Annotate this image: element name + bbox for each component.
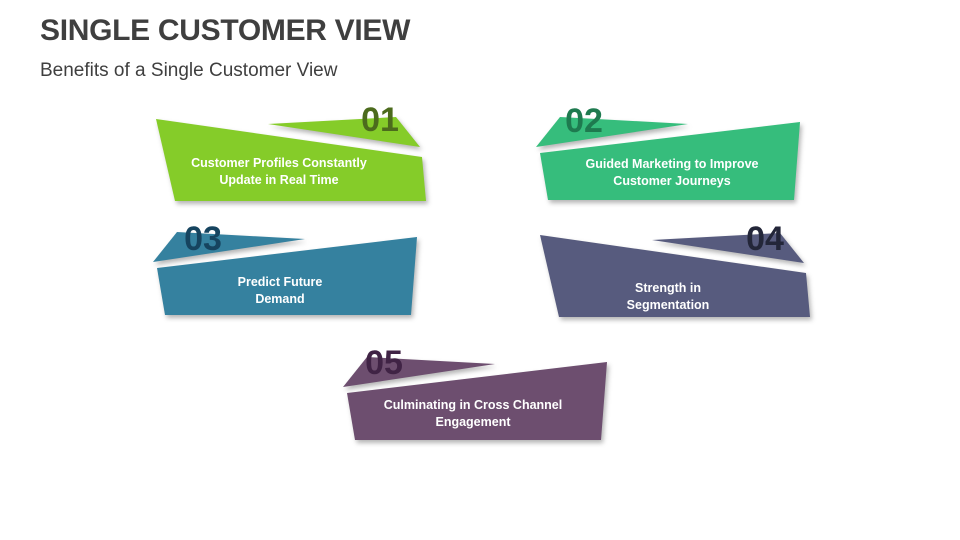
benefit-label-line: Engagement — [435, 415, 511, 429]
banner-body — [157, 237, 417, 315]
benefit-label: Guided Marketing to Improve Customer Jou… — [572, 156, 772, 190]
banner-shape — [540, 233, 810, 317]
benefit-label-line: Strength in — [635, 281, 701, 295]
benefit-label-line: Predict Future — [237, 275, 323, 289]
banner-flap — [153, 232, 305, 262]
banner-flap — [652, 233, 804, 263]
benefit-item-02: 02 Guided Marketing to Improve Customer … — [520, 102, 810, 215]
banner-body — [347, 362, 607, 440]
benefit-label-line: Update in Real Time — [219, 173, 339, 187]
banner-shape — [153, 232, 417, 315]
benefit-item-01: 01 Customer Profiles Constantly Update i… — [146, 101, 436, 215]
benefit-label-line: Demand — [255, 292, 305, 306]
benefit-item-04: 04 Strength in Segmentation — [530, 221, 820, 331]
banner-body — [540, 122, 800, 200]
benefit-label: Customer Profiles Constantly Update in R… — [179, 155, 379, 189]
benefit-label-line: Customer Profiles Constantly — [191, 156, 367, 170]
benefit-number: 04 — [746, 220, 784, 258]
benefit-number: 05 — [365, 344, 403, 382]
page-title: SINGLE CUSTOMER VIEW — [40, 14, 411, 47]
benefit-item-05: 05 Culminating in Cross Channel Engageme… — [327, 345, 617, 455]
benefit-label: Culminating in Cross Channel Engagement — [373, 397, 573, 431]
banner-flap — [343, 357, 495, 387]
banner-shape — [536, 117, 800, 200]
benefit-label-line: Customer Journeys — [613, 174, 731, 188]
banner-shape — [156, 117, 426, 201]
benefit-number: 03 — [184, 220, 222, 258]
page-subtitle: Benefits of a Single Customer View — [40, 60, 338, 81]
benefit-label: Predict Future Demand — [180, 274, 380, 308]
banner-body — [540, 235, 810, 317]
benefit-label: Strength in Segmentation — [568, 280, 768, 314]
benefit-number: 02 — [565, 102, 603, 140]
benefit-label-line: Guided Marketing to Improve — [585, 157, 759, 171]
banner-flap — [268, 117, 420, 147]
benefit-item-03: 03 Predict Future Demand — [137, 220, 427, 330]
banner-body — [156, 119, 426, 201]
benefit-label-line: Segmentation — [626, 298, 710, 312]
banner-shape — [343, 357, 607, 440]
banner-flap — [536, 117, 688, 147]
benefit-number: 01 — [361, 101, 399, 139]
benefit-label-line: Culminating in Cross Channel — [383, 398, 563, 412]
